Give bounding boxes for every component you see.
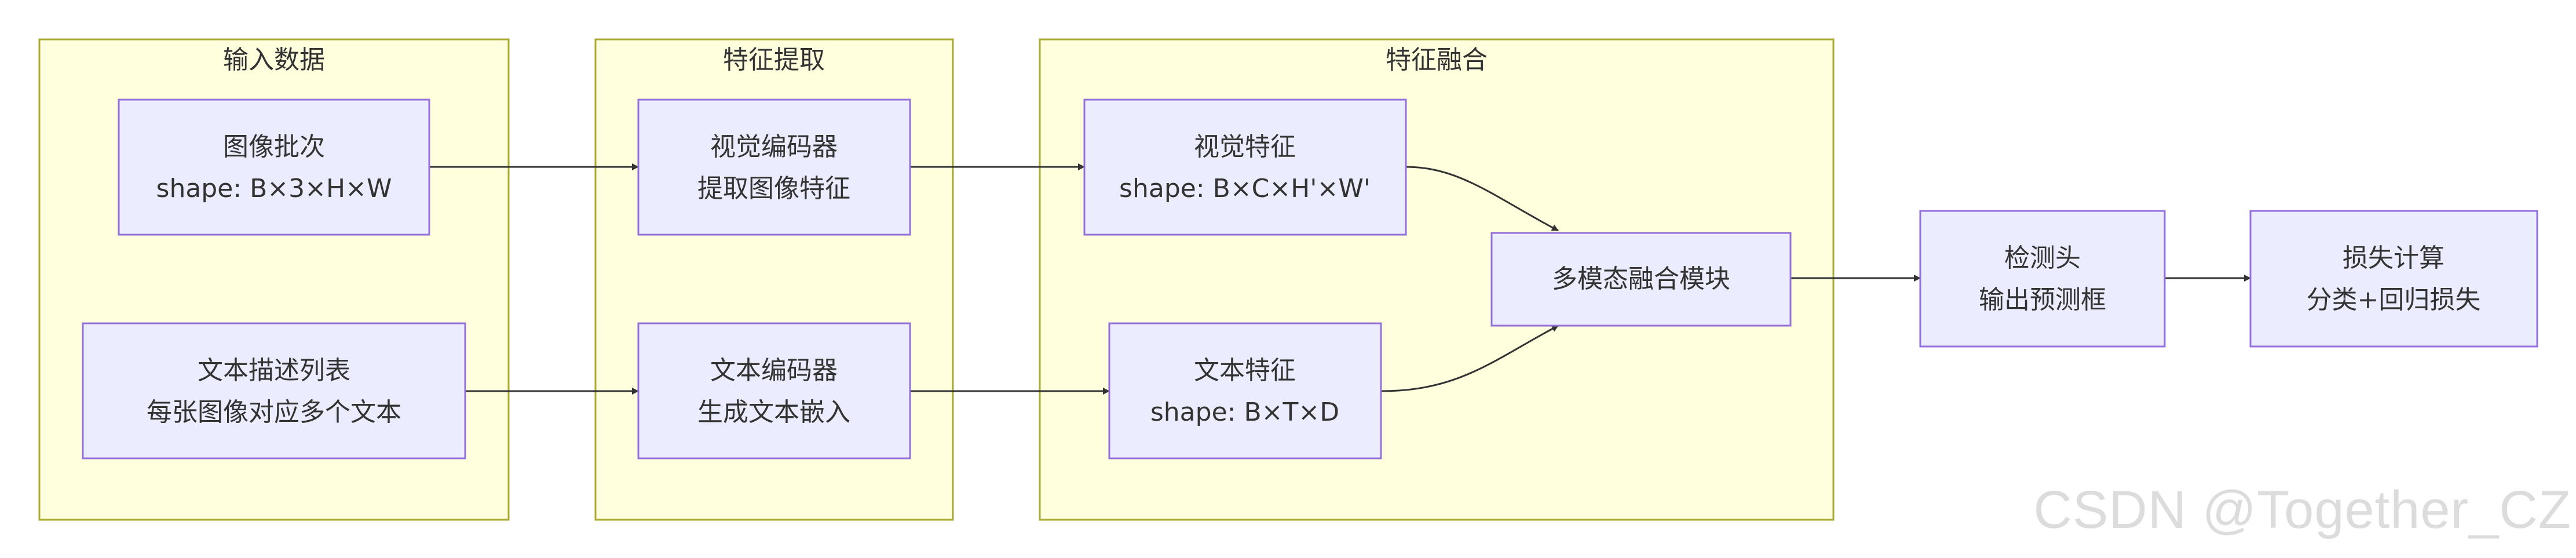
- node-text-feature: 文本特征 shape: B×T×D: [1108, 322, 1382, 459]
- node-loss-title: 损失计算: [2343, 243, 2445, 273]
- node-text-list-desc: 每张图像对应多个文本: [147, 397, 401, 427]
- node-text-feature-shape: shape: B×T×D: [1150, 397, 1339, 427]
- edge-text-feature-to-fusion: [1380, 324, 1559, 392]
- node-visual-encoder-desc: 提取图像特征: [697, 174, 850, 203]
- node-visual-feature-shape: shape: B×C×H'×W': [1119, 174, 1371, 203]
- watermark: CSDN @Together_CZ: [2033, 480, 2571, 539]
- node-text-feature-title: 文本特征: [1194, 356, 1296, 385]
- node-image-batch-shape: shape: B×3×H×W: [156, 174, 392, 203]
- node-image-batch: 图像批次 shape: B×3×H×W: [118, 99, 430, 236]
- group-title-feature-fusion: 特征融合: [1386, 45, 1488, 75]
- node-visual-feature: 视觉特征 shape: B×C×H'×W': [1083, 99, 1407, 236]
- node-loss: 损失计算 分类+回归损失: [2249, 210, 2538, 348]
- node-fusion-module: 多模态融合模块: [1490, 232, 1792, 327]
- node-visual-encoder-title: 视觉编码器: [710, 132, 838, 162]
- node-loss-desc: 分类+回归损失: [2307, 285, 2481, 315]
- node-fusion-module-title: 多模态融合模块: [1552, 264, 1730, 294]
- node-detection-head: 检测头 输出预测框: [1919, 210, 2166, 348]
- group-title-input-data: 输入数据: [223, 45, 325, 75]
- edges: [429, 163, 2251, 395]
- node-text-list-title: 文本描述列表: [198, 356, 350, 385]
- node-image-batch-title: 图像批次: [223, 132, 325, 162]
- edge-visual-feature-to-fusion: [1405, 166, 1559, 232]
- node-detection-head-title: 检测头: [2004, 243, 2081, 273]
- node-text-encoder: 文本编码器 生成文本嵌入: [637, 322, 911, 459]
- node-text-encoder-desc: 生成文本嵌入: [697, 397, 850, 427]
- node-visual-encoder: 视觉编码器 提取图像特征: [637, 99, 911, 236]
- group-title-feature-extraction: 特征提取: [723, 45, 825, 75]
- node-text-list: 文本描述列表 每张图像对应多个文本: [82, 322, 466, 459]
- node-text-encoder-title: 文本编码器: [710, 356, 838, 385]
- node-visual-feature-title: 视觉特征: [1194, 132, 1296, 162]
- node-detection-head-desc: 输出预测框: [1979, 285, 2106, 315]
